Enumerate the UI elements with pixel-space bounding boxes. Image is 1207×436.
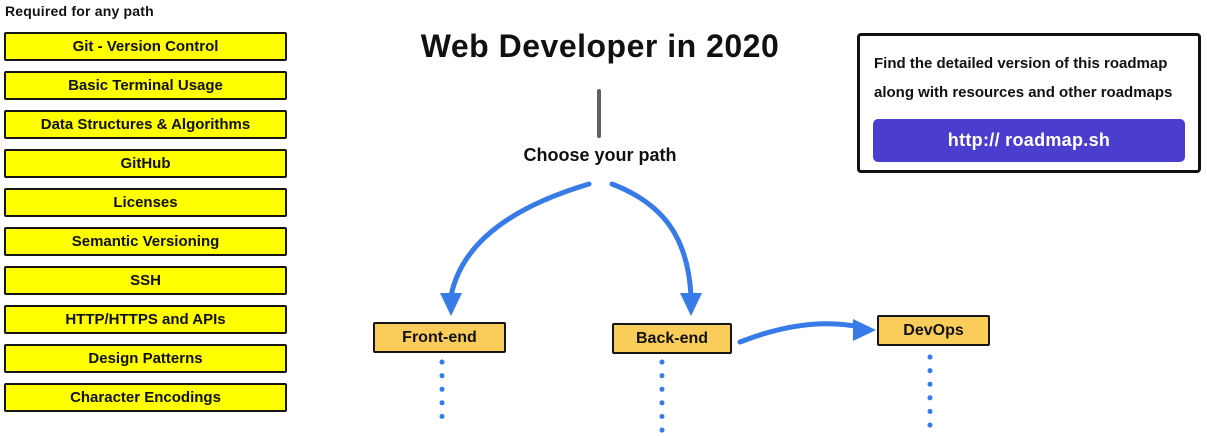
arrow-to-frontend — [448, 181, 592, 299]
topic-box-semver[interactable]: Semantic Versioning — [4, 227, 287, 256]
topic-box-encodings[interactable]: Character Encodings — [4, 383, 287, 412]
arrowhead-devops — [853, 319, 876, 341]
roadmap-url-button[interactable]: http:// roadmap.sh — [873, 119, 1185, 162]
required-topics-column: Required for any path Git - Version Cont… — [4, 3, 288, 422]
roadmap-info-box: Find the detailed version of this roadma… — [857, 33, 1201, 173]
page-title: Web Developer in 2020 — [420, 28, 780, 64]
required-topics-header: Required for any path — [5, 3, 154, 19]
topic-box-dsa[interactable]: Data Structures & Algorithms — [4, 110, 287, 139]
topic-box-design-patterns[interactable]: Design Patterns — [4, 344, 287, 373]
topic-box-git[interactable]: Git - Version Control — [4, 32, 287, 61]
choose-path-label: Choose your path — [523, 145, 677, 165]
arrowhead-backend — [680, 293, 702, 316]
arrow-to-backend — [609, 181, 694, 299]
path-box-frontend[interactable]: Front-end — [373, 322, 506, 353]
topic-box-github[interactable]: GitHub — [4, 149, 287, 178]
topic-box-terminal[interactable]: Basic Terminal Usage — [4, 71, 287, 100]
arrow-to-devops — [737, 321, 863, 345]
topic-box-http[interactable]: HTTP/HTTPS and APIs — [4, 305, 287, 334]
title-connector-line — [597, 89, 601, 138]
path-box-backend[interactable]: Back-end — [612, 323, 732, 354]
info-text-line1: Find the detailed version of this roadma… — [874, 55, 1168, 72]
topic-box-licenses[interactable]: Licenses — [4, 188, 287, 217]
info-text: Find the detailed version of this roadma… — [860, 36, 1198, 107]
topic-box-ssh[interactable]: SSH — [4, 266, 287, 295]
path-box-devops[interactable]: DevOps — [877, 315, 990, 346]
info-text-line2: along with resources and other roadmaps — [874, 84, 1173, 101]
arrowhead-frontend — [440, 293, 462, 316]
